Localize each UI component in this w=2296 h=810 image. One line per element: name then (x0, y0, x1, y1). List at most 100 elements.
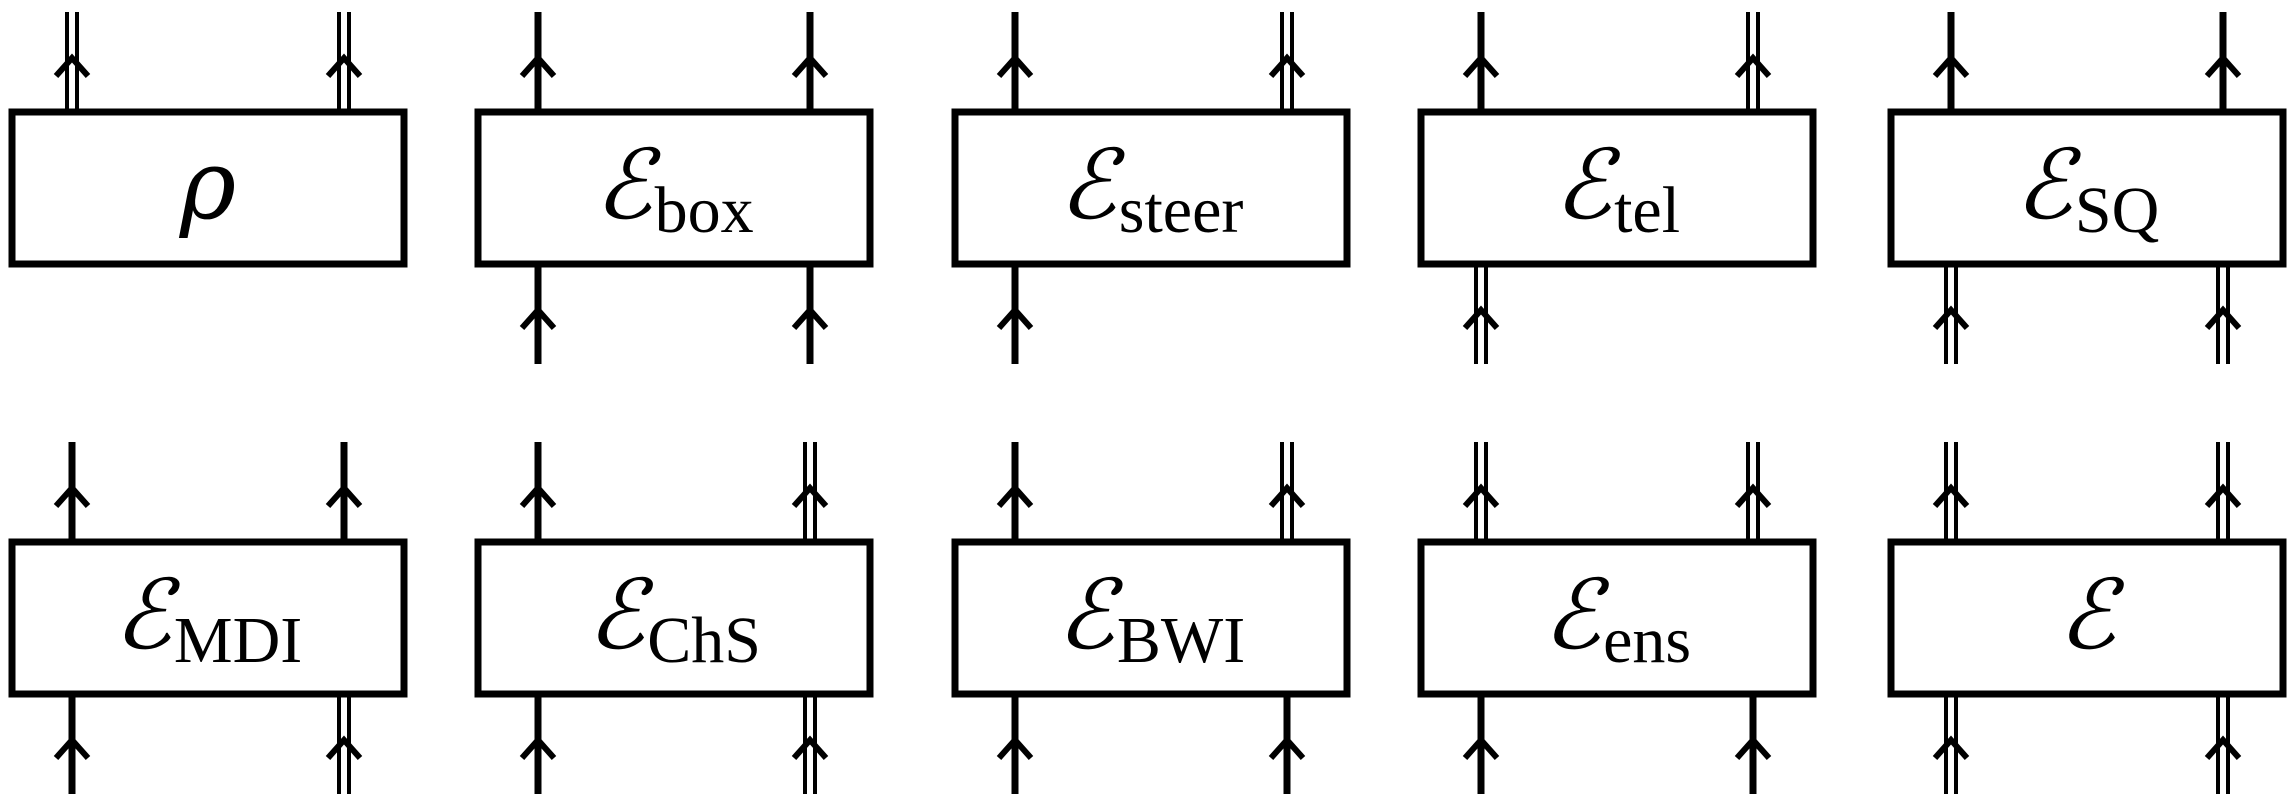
channel-box-box: ℰbox (474, 12, 874, 364)
arrow-up-icon (791, 53, 829, 78)
top-wire-2 (1734, 442, 1772, 542)
arrow-up-icon (519, 53, 557, 78)
bottom-wire-2 (1268, 694, 1306, 794)
arrow-up-icon (1268, 53, 1306, 78)
channel-subscript: MDI (174, 604, 302, 677)
channel-symbol: ℰ (2058, 559, 2125, 671)
channel-box-steer: ℰsteer (951, 12, 1351, 364)
arrow-up-icon (1462, 305, 1500, 330)
arrow-up-icon (996, 735, 1034, 760)
channel-box-BWI: ℰBWI (951, 442, 1351, 794)
channel-symbol: ρ (179, 129, 236, 241)
channel-box-frame (1887, 538, 2287, 698)
arrow-up-icon (2204, 483, 2242, 508)
top-wire-2 (1268, 442, 1306, 542)
channel-label: ℰSQ (2015, 129, 2160, 247)
arrow-up-icon (1734, 53, 1772, 78)
channel-subscript: steer (1119, 174, 1244, 247)
channel-subscript: SQ (2075, 174, 2159, 247)
top-wire-1 (519, 442, 557, 542)
arrow-up-icon (519, 305, 557, 330)
channel-symbol: ℰ (1057, 559, 1124, 671)
top-wire-1 (1462, 12, 1500, 112)
top-wire-2 (1734, 12, 1772, 112)
bottom-wire-1 (519, 264, 557, 364)
arrow-up-icon (53, 735, 91, 760)
arrow-up-icon (996, 483, 1034, 508)
channel-box-rho: ρ (8, 12, 408, 268)
channel-label: ρ (179, 129, 236, 241)
arrow-up-icon (2204, 305, 2242, 330)
top-wire-1 (519, 12, 557, 112)
arrow-up-icon (519, 735, 557, 760)
channel-box-frame (951, 108, 1351, 268)
bottom-wire-2 (791, 694, 829, 794)
arrow-up-icon (1932, 53, 1970, 78)
channel-box-frame (8, 538, 408, 698)
arrow-up-icon (1462, 735, 1500, 760)
arrow-up-icon (1462, 483, 1500, 508)
arrow-up-icon (519, 483, 557, 508)
arrow-up-icon (325, 483, 363, 508)
channel-box-frame (951, 538, 1351, 698)
top-wire-2 (791, 442, 829, 542)
top-wire-2 (325, 442, 363, 542)
channel-label: ℰChS (587, 559, 761, 677)
bottom-wire-1 (996, 694, 1034, 794)
channel-symbol: ℰ (2015, 129, 2082, 241)
channel-subscript: BWI (1117, 604, 1245, 677)
channel-label: ℰBWI (1057, 559, 1245, 677)
channel-box-frame (1417, 538, 1817, 698)
channel-box-SQ: ℰSQ (1887, 12, 2287, 364)
channel-subscript: box (655, 174, 754, 247)
channel-subscript: ChS (647, 604, 761, 677)
channel-label: ℰ (2058, 559, 2125, 671)
arrow-up-icon (1932, 305, 1970, 330)
bottom-wire-2 (2204, 264, 2242, 364)
arrow-up-icon (2204, 735, 2242, 760)
channel-subscript: ens (1603, 604, 1691, 677)
top-wire-1 (1932, 12, 1970, 112)
channel-box-frame (8, 108, 408, 268)
top-wire-2 (1268, 12, 1306, 112)
arrow-up-icon (2204, 53, 2242, 78)
top-wire-1 (1462, 442, 1500, 542)
bottom-wire-1 (1462, 694, 1500, 794)
channel-symbol: ℰ (1059, 129, 1126, 241)
channel-box-frame (1417, 108, 1817, 268)
channel-symbol: ℰ (1543, 559, 1610, 671)
bottom-wire-2 (791, 264, 829, 364)
bottom-wire-2 (325, 694, 363, 794)
top-wire-1 (996, 442, 1034, 542)
arrow-up-icon (1268, 735, 1306, 760)
arrow-up-icon (1932, 735, 1970, 760)
channel-box-ens: ℰens (1417, 442, 1817, 794)
arrow-up-icon (996, 53, 1034, 78)
arrow-up-icon (325, 735, 363, 760)
channel-box-ChS: ℰChS (474, 442, 874, 794)
arrow-up-icon (1462, 53, 1500, 78)
arrow-up-icon (996, 305, 1034, 330)
arrow-up-icon (1268, 483, 1306, 508)
top-wire-1 (1932, 442, 1970, 542)
top-wire-2 (2204, 442, 2242, 542)
channel-box-frame (474, 108, 874, 268)
channel-box-MDI: ℰMDI (8, 442, 408, 794)
channel-label: ℰens (1543, 559, 1691, 677)
bottom-wire-1 (1932, 694, 1970, 794)
arrow-up-icon (791, 305, 829, 330)
channel-symbol: ℰ (587, 559, 654, 671)
channel-label: ℰbox (594, 129, 753, 247)
arrow-up-icon (325, 53, 363, 78)
top-wire-2 (325, 12, 363, 112)
channel-box-plain: ℰ (1887, 442, 2287, 794)
top-wire-1 (53, 442, 91, 542)
bottom-wire-1 (1462, 264, 1500, 364)
arrow-up-icon (1932, 483, 1970, 508)
top-wire-2 (791, 12, 829, 112)
bottom-wire-1 (996, 264, 1034, 364)
arrow-up-icon (791, 483, 829, 508)
channel-label: ℰtel (1554, 129, 1680, 247)
channel-box-tel: ℰtel (1417, 12, 1817, 364)
